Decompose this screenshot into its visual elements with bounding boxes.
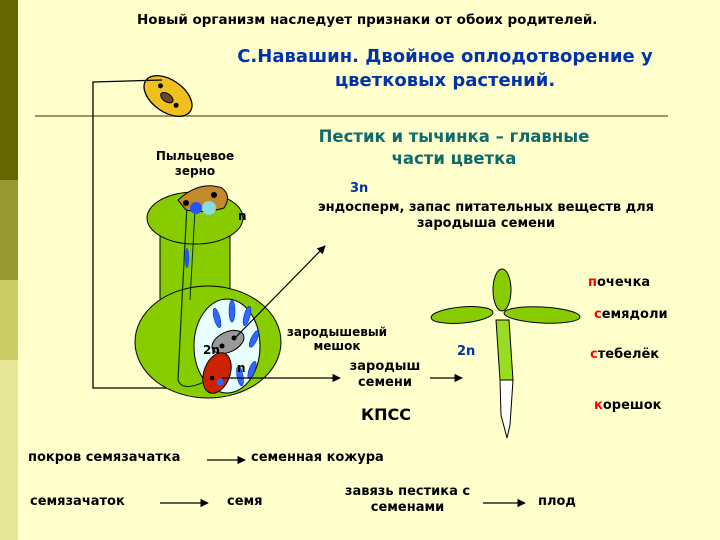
- seedling-drawing: [430, 268, 581, 439]
- stripe-2: [0, 180, 18, 280]
- haploid-label-ovule: n: [237, 361, 246, 375]
- pollen-tube: [177, 204, 205, 388]
- subtitle: Пестик и тычинка – главные части цветка: [294, 126, 614, 170]
- embryo-label-line1: зародыш: [349, 359, 421, 374]
- ovary-label: завязь пестика с семенами: [330, 484, 485, 516]
- endosperm-label: эндосперм, запас питательных веществ для…: [300, 200, 672, 232]
- seedling-part-bud-rest: очечка: [596, 275, 651, 290]
- diploid-label-seedling: 2n: [457, 344, 476, 359]
- fruit-label: плод: [538, 494, 576, 509]
- ovary-label-line2: семенами: [370, 500, 445, 515]
- seedling-part-bud: почечка: [588, 275, 650, 290]
- seedling-bud: [492, 268, 512, 312]
- seedling-stem: [495, 319, 514, 381]
- seedling-part-stem-initial: с: [590, 347, 598, 362]
- page-title-line2: цветковых растений.: [334, 70, 556, 91]
- seedling-part-stem-rest: тебелёк: [597, 347, 660, 362]
- seedling-part-stem: стебелёк: [590, 347, 659, 362]
- endosperm-label-line2: зародыша семени: [417, 216, 555, 231]
- seedling-part-root-rest: орешок: [602, 398, 662, 413]
- seedling-part-root-initial: к: [594, 398, 603, 413]
- haploid-label-top: n: [238, 209, 247, 223]
- ovary-label-line1: завязь пестика с: [344, 484, 471, 499]
- endosperm-pointer: [234, 245, 326, 339]
- kpss-label: КПСС: [361, 405, 411, 424]
- embryo-label-line2: семени: [357, 375, 413, 390]
- embryo-sac-label-line2: мешок: [313, 339, 361, 353]
- cotyledon-right: [503, 306, 581, 324]
- page-title: С.Навашин. Двойное оплодотворение у цвет…: [200, 45, 690, 93]
- pollen-grain-label: Пыльцевое зерно: [150, 149, 240, 179]
- stripe-1: [0, 0, 18, 180]
- seedling-part-bud-initial: п: [588, 275, 597, 290]
- subtitle-line1: Пестик и тычинка – главные: [318, 127, 590, 146]
- endosperm-label-line1: эндосперм, запас питательных веществ для: [317, 200, 655, 215]
- stripe-4: [0, 360, 18, 540]
- integument-label: покров семязачатка: [28, 450, 181, 465]
- page-title-line1: С.Навашин. Двойное оплодотворение у: [237, 46, 653, 67]
- seedling-root: [499, 379, 514, 439]
- ovule-label: семязачаток: [30, 494, 125, 509]
- triploid-label: 3n: [350, 181, 369, 196]
- cotyledon-left: [430, 306, 494, 324]
- seedling-part-cotyledons: семядоли: [594, 307, 668, 322]
- seed-coat-label: семенная кожура: [251, 450, 384, 465]
- embryo-sac-label-line1: зародышевый: [286, 325, 388, 339]
- header-line: Новый организм наследует признаки от обо…: [137, 12, 598, 28]
- diploid-label-ovule: 2n: [203, 343, 220, 357]
- stripe-3: [0, 280, 18, 360]
- pollen-grain-label-line2: зерно: [174, 164, 216, 178]
- seed-label: семя: [227, 494, 263, 509]
- seedling-part-cotyledons-initial: с: [594, 307, 602, 322]
- embryo-label: зародыш семени: [340, 359, 430, 391]
- pollen-grain-top: [143, 75, 193, 117]
- subtitle-line2: части цветка: [391, 149, 517, 168]
- seedling-part-root: корешок: [594, 398, 661, 413]
- seedling-part-cotyledons-rest: емядоли: [601, 307, 668, 322]
- embryo-sac-label: зародышевый мешок: [282, 325, 392, 353]
- pollen-grain-label-line1: Пыльцевое: [155, 149, 235, 163]
- pollen-path-line: [92, 79, 220, 389]
